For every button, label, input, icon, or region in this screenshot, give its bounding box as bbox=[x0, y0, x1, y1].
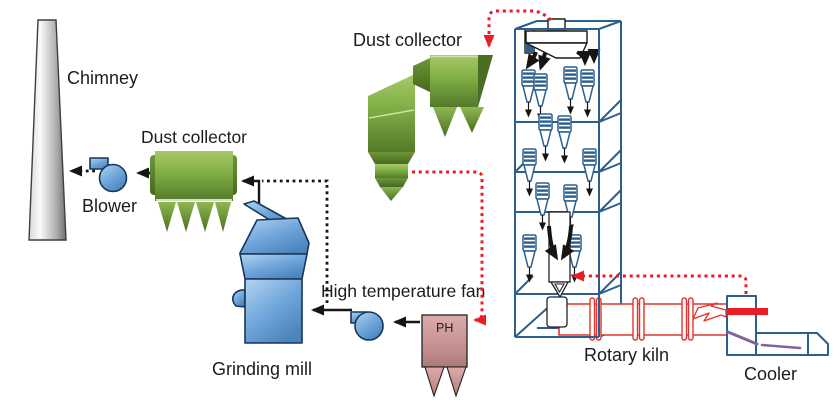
ph-hopper bbox=[446, 366, 467, 398]
dust-collector-left-label: Dust collector bbox=[141, 127, 247, 147]
chimney: Chimney bbox=[28, 19, 138, 241]
dust-collector-left-tank bbox=[155, 151, 233, 201]
blower-fan-icon bbox=[98, 163, 128, 193]
ph-hopper bbox=[424, 366, 445, 398]
rotary-kiln-label: Rotary kiln bbox=[584, 345, 669, 365]
hopper bbox=[433, 107, 457, 137]
vessel-discharge-box bbox=[375, 164, 408, 178]
hopper bbox=[215, 202, 231, 232]
kiln-tyre bbox=[638, 297, 645, 341]
hot-gas-routes bbox=[412, 9, 748, 326]
mill-side-lug bbox=[232, 289, 246, 308]
gas-arrow-icon bbox=[560, 225, 575, 261]
fan-icon bbox=[354, 311, 384, 341]
dust-collector-left: Dust collector bbox=[141, 127, 329, 303]
calciner-cone bbox=[549, 281, 570, 299]
gas-arrow-icon bbox=[538, 52, 551, 71]
ph-label: PH bbox=[436, 321, 453, 335]
tower-frame-back bbox=[514, 20, 622, 338]
cyclone-icon bbox=[523, 235, 536, 281]
calciner-cone-inner bbox=[554, 283, 565, 294]
cyclone-icon bbox=[581, 70, 594, 116]
gas-arrow-icon bbox=[587, 48, 601, 64]
dc-top-vessel bbox=[368, 74, 415, 152]
vessel-cone-lower bbox=[375, 178, 408, 187]
chimney-label: Chimney bbox=[67, 68, 138, 88]
gas-arrow-icon bbox=[576, 50, 592, 66]
cooler-label: Cooler bbox=[744, 364, 797, 384]
high-temperature-fan: High temperature fan bbox=[311, 281, 485, 341]
chimney-stack bbox=[28, 19, 67, 241]
top-header-box bbox=[525, 30, 588, 44]
riser-fill bbox=[526, 44, 533, 52]
flow-fan-line-dotted bbox=[262, 179, 329, 303]
dust-collector-top: Dust collector bbox=[353, 30, 493, 201]
hopper bbox=[460, 107, 484, 133]
blower-outlet bbox=[89, 157, 109, 170]
cooler-grate-line bbox=[726, 330, 759, 346]
hopper bbox=[158, 202, 176, 232]
dc-top-connector bbox=[413, 58, 430, 92]
vessel-tip bbox=[380, 187, 403, 201]
dc-top-side-panel bbox=[478, 55, 493, 107]
cyclone-icon bbox=[564, 67, 577, 113]
cyclone-icon bbox=[534, 74, 547, 120]
kiln-tyre bbox=[632, 297, 639, 341]
mill-top-housing bbox=[239, 217, 310, 255]
ph-box bbox=[421, 314, 468, 368]
hopper bbox=[196, 202, 214, 232]
cyclone-icon bbox=[522, 70, 535, 116]
blower-label: Blower bbox=[82, 196, 137, 216]
mill-body bbox=[244, 278, 303, 344]
flow-tower-to-dust-collector bbox=[483, 9, 553, 48]
tower-gas-arrows-top bbox=[525, 48, 601, 71]
blower: Blower bbox=[69, 157, 151, 216]
rotary-kiln bbox=[558, 297, 728, 341]
kiln-tyre bbox=[589, 297, 596, 341]
hopper bbox=[177, 202, 195, 232]
tower-gas-arrows-bottom bbox=[544, 225, 575, 261]
dust-collector-top-label: Dust collector bbox=[353, 30, 462, 50]
mill-mid-band bbox=[239, 253, 308, 280]
cooler-inlet-box bbox=[726, 295, 757, 356]
gas-arrow-icon bbox=[525, 51, 540, 70]
vessel-seam bbox=[368, 109, 415, 119]
burner-pipe bbox=[727, 308, 768, 315]
vessel-cone-upper bbox=[368, 152, 415, 164]
grinding-mill: Grinding mill bbox=[212, 200, 312, 379]
high-temperature-fan-label: High temperature fan bbox=[321, 281, 485, 301]
cooler-grate-line bbox=[760, 343, 802, 350]
dc-top-box bbox=[430, 55, 478, 107]
cooler-discharge-end bbox=[807, 332, 829, 356]
tower-top-collector bbox=[524, 18, 588, 59]
gas-arrow-icon bbox=[544, 225, 559, 261]
ph-unit: PH bbox=[421, 314, 468, 398]
grinding-mill-label: Grinding mill bbox=[212, 359, 312, 379]
cyclone-icon bbox=[536, 183, 549, 229]
kiln-tyre bbox=[681, 297, 688, 341]
preheater-tower: Rotary kiln bbox=[514, 18, 728, 365]
calciner bbox=[546, 211, 571, 328]
flow-mill-to-dust-collector bbox=[241, 175, 261, 204]
kiln-inlet-chamber bbox=[546, 296, 568, 328]
cooler: Cooler bbox=[692, 295, 829, 384]
flame-icon bbox=[692, 302, 727, 322]
cyclone-icon bbox=[558, 116, 571, 162]
tower-frame-front bbox=[514, 28, 600, 338]
kiln-tyre bbox=[687, 297, 694, 341]
flow-cooler-to-calciner bbox=[571, 270, 748, 294]
cyclone-icon bbox=[539, 114, 552, 160]
